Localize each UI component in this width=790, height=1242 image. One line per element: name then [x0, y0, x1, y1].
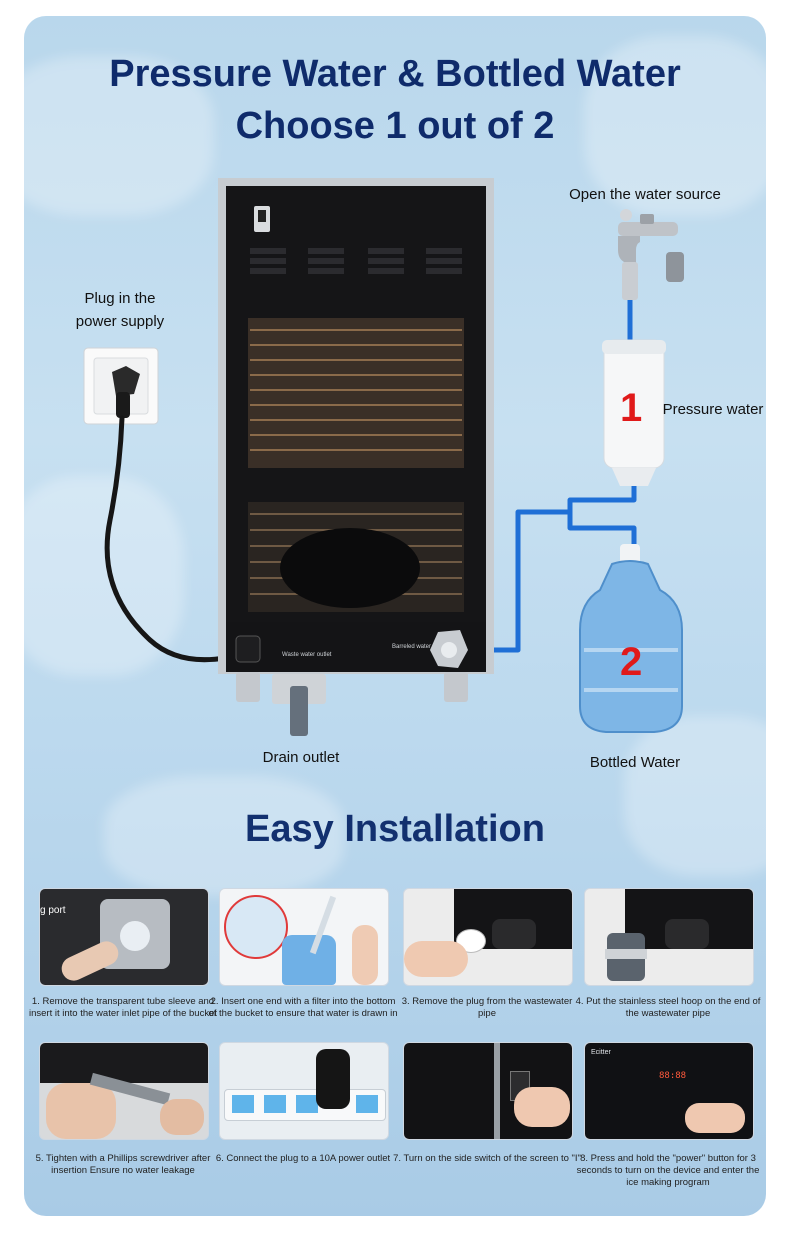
ice-machine-icon — [218, 178, 494, 736]
plug-in-label-line1: Plug in the — [84, 290, 156, 307]
step-1-caption: 1. Remove the transparent tube sleeve an… — [29, 996, 217, 1019]
step-1-overlay-text: g port — [40, 905, 66, 916]
ice-texture — [24, 56, 214, 216]
step-7-image — [403, 1042, 573, 1140]
panel-label-wastewater: Waste water outlet — [282, 652, 332, 658]
step-8-image: Ecitter 88:88 — [584, 1042, 754, 1140]
open-water-source-label: Open the water source — [569, 186, 721, 203]
installation-diagram — [83, 178, 684, 736]
panel-label-barreled: Barreled water — [392, 644, 432, 650]
ice-texture — [584, 36, 766, 216]
drain-outlet-label: Drain outlet — [262, 749, 340, 766]
water-bottle-icon — [579, 544, 683, 733]
socket-icon — [83, 347, 159, 425]
plug-in-label-line2: power supply — [75, 313, 165, 330]
power-cable — [104, 415, 253, 663]
step-4-caption: 4. Put the stainless steel hoop on the e… — [575, 996, 761, 1019]
step-4-image — [584, 888, 754, 986]
option-2-number: 2 — [620, 640, 643, 684]
ice-texture — [104, 776, 344, 896]
step-5-image — [39, 1042, 209, 1140]
page-title: Pressure Water & Bottled Water — [109, 53, 681, 95]
step-7-caption: 7. Turn on the side switch of the screen… — [393, 1153, 581, 1164]
step-5-caption: 5. Tighten with a Phillips screwdriver a… — [35, 1153, 211, 1176]
option-1-number: 1 — [620, 386, 643, 430]
section-title: Easy Installation — [245, 808, 545, 850]
step-1-image: g port — [39, 888, 209, 986]
step-8-display: 88:88 — [659, 1071, 687, 1081]
step-6-image — [219, 1042, 389, 1140]
step-2-caption: 2. Insert one end with a filter into the… — [208, 996, 398, 1019]
water-pipe — [462, 297, 637, 653]
step-6-caption: 6. Connect the plug to a 10A power outle… — [215, 1153, 391, 1164]
step-3-caption: 3. Remove the plug from the wastewater p… — [401, 996, 573, 1019]
faucet-icon — [618, 209, 684, 300]
step-3-image — [403, 888, 573, 986]
filter-icon — [602, 339, 666, 486]
bottled-water-label: Bottled Water — [589, 754, 681, 771]
ice-texture — [624, 716, 766, 876]
step-8-brand: Ecitter — [591, 1049, 611, 1056]
pressure-water-label: Pressure water — [662, 401, 764, 418]
ice-texture — [24, 476, 184, 676]
step-8-caption: 8. Press and hold the "power" button for… — [576, 1153, 760, 1188]
page-subtitle: Choose 1 out of 2 — [235, 105, 555, 147]
step-2-image — [219, 888, 389, 986]
